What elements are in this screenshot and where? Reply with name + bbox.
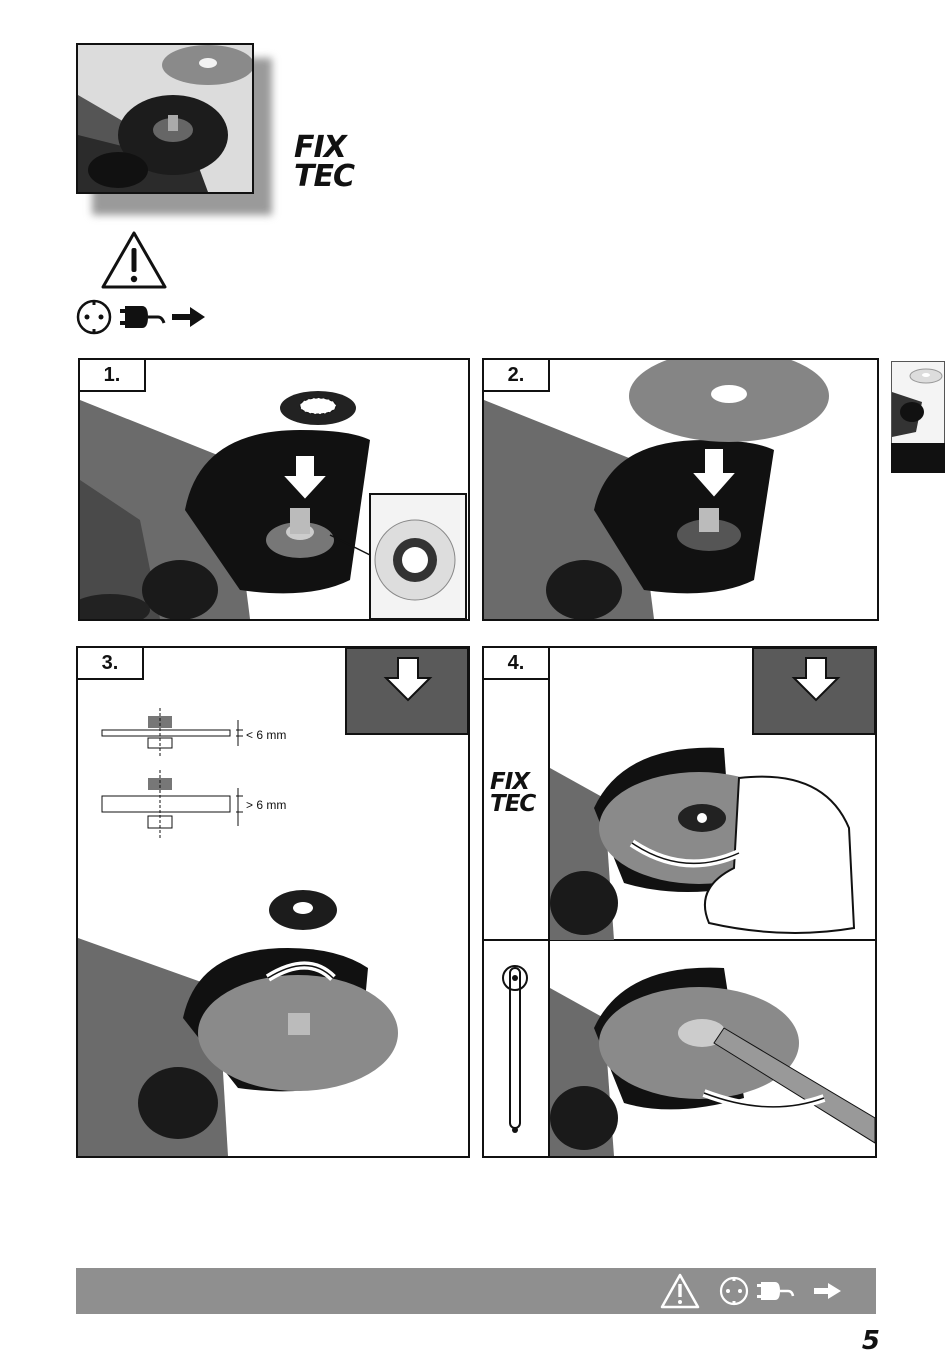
step-4-fixtec-line2: TEC xyxy=(490,794,535,816)
footer-arrow-right-icon xyxy=(814,1282,842,1300)
footer-bar xyxy=(76,1268,876,1314)
step-4-label: 4. xyxy=(484,648,550,680)
fixtec-logo: FIX TEC xyxy=(294,134,354,191)
step-2-panel: 2. xyxy=(482,358,879,621)
thick-disc-thickness-label: > 6 mm xyxy=(246,798,286,812)
step-2-label: 2. xyxy=(484,360,550,392)
step-3-panel: 3. < 6 mm > 6 mm xyxy=(76,646,470,1158)
step-3-illustration xyxy=(78,648,468,1156)
power-socket-icon xyxy=(74,297,114,337)
footer-socket-icon xyxy=(718,1275,750,1307)
footer-unplug-icon xyxy=(756,1280,798,1302)
fixtec-logo-line2: TEC xyxy=(294,163,354,192)
thumbnail-grinder-image xyxy=(76,43,254,194)
step-3-label: 3. xyxy=(78,648,144,680)
footer-warning-icon xyxy=(660,1273,700,1309)
thin-disc-thickness-label: < 6 mm xyxy=(246,728,286,742)
step-1-label: 1. xyxy=(80,360,146,392)
step-4-panel: 4. FIX TEC xyxy=(482,646,877,1158)
arrow-right-icon xyxy=(172,306,206,328)
step-1-illustration xyxy=(80,360,468,619)
step-1-panel: 1. xyxy=(78,358,470,621)
page-number: 5 xyxy=(862,1326,880,1356)
step-2-illustration xyxy=(484,360,877,619)
section-tab-marker xyxy=(891,443,945,473)
warning-triangle-icon xyxy=(100,230,168,290)
unplug-icon xyxy=(118,303,170,331)
grinder-thumbnail-illustration xyxy=(78,45,252,192)
step-4-illustration xyxy=(484,648,875,1156)
step-4-fixtec-logo: FIX TEC xyxy=(490,772,535,816)
